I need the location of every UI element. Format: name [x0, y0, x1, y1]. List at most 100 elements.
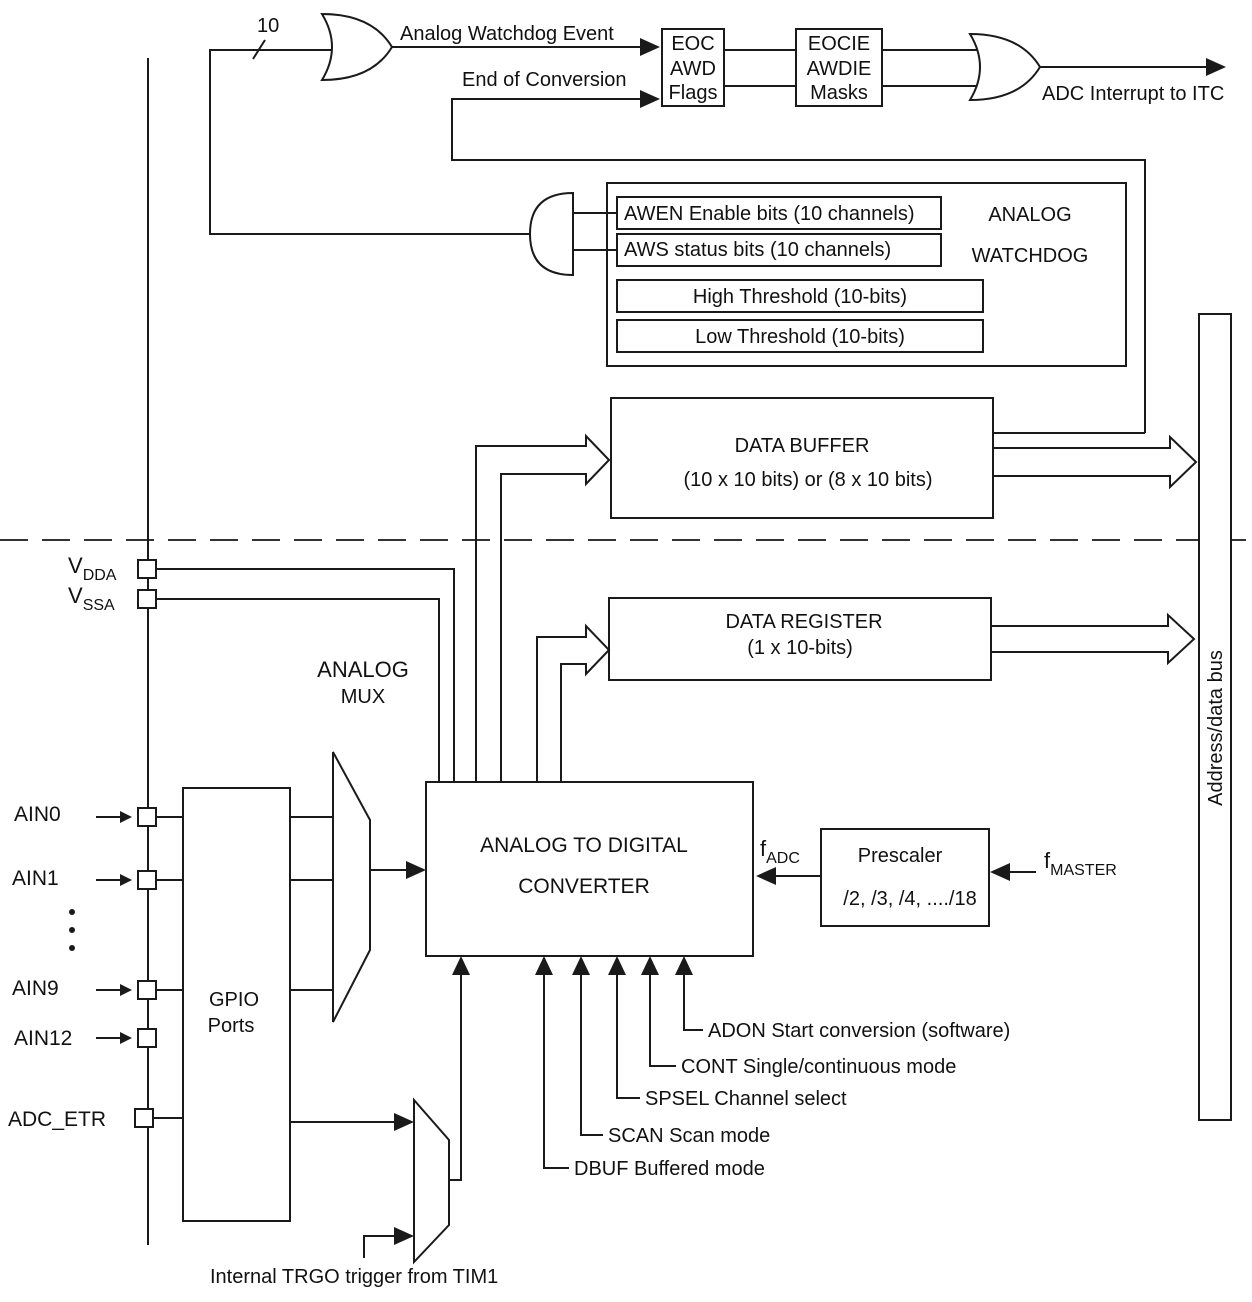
eoc-arrowhead — [640, 90, 660, 108]
or-gate-watchdog — [320, 12, 394, 82]
trigger-arrowhead — [452, 956, 470, 975]
mux-output-arrowhead — [406, 861, 426, 879]
gpio-ports-box — [182, 787, 291, 1222]
low-threshold-box — [616, 319, 984, 353]
analog-watchdog-title-2: WATCHDOG — [972, 245, 1089, 267]
data-buffer-bus-arrow — [993, 434, 1198, 490]
fmaster-arrowhead — [990, 863, 1010, 881]
adc-label-1: ANALOG TO DIGITAL — [480, 834, 688, 857]
gpio-trigger-arrowhead — [394, 1113, 414, 1131]
gpio-label-2: Ports — [208, 1015, 255, 1037]
scan-line — [580, 974, 603, 1136]
adc-etr-pin — [134, 1108, 154, 1128]
dbuf-line — [543, 974, 569, 1169]
eocie-awdie-masks-box — [795, 28, 883, 107]
trgo-arrowhead — [394, 1227, 414, 1245]
gpio-label-1: GPIO — [209, 989, 259, 1011]
pin-adc-etr-label: ADC_ETR — [8, 1108, 106, 1131]
trigger-mux-output — [449, 972, 462, 1181]
end-of-conversion-label: End of Conversion — [462, 69, 627, 91]
fadc-arrowhead — [756, 867, 776, 885]
and-gate-watchdog — [528, 191, 574, 277]
or-gate-interrupt — [968, 32, 1042, 102]
high-threshold-box — [616, 279, 984, 313]
aws-status-bits-text: AWS status bits (10 channels) — [624, 239, 891, 261]
data-register-bus-arrow — [991, 612, 1196, 666]
vdda-pin — [137, 559, 157, 579]
masks-eocie-text: EOCIE — [808, 33, 870, 55]
vdda-label: VDDA — [68, 553, 117, 584]
analog-mux — [332, 751, 371, 1023]
ain1-pin — [137, 870, 157, 890]
ain1-arrowhead — [120, 874, 132, 886]
flags-label-text: Flags — [669, 82, 718, 104]
eoc-awd-flags-box — [661, 28, 725, 107]
data-register-size: (1 x 10-bits) — [747, 637, 853, 659]
adon-line — [683, 974, 703, 1031]
cont-arrowhead — [641, 956, 659, 975]
pin-ain12-label: AIN12 — [14, 1027, 72, 1050]
awen-enable-bits-text: AWEN Enable bits (10 channels) — [624, 203, 915, 225]
adc-converter-box — [425, 781, 754, 957]
f-adc-label: fADC — [760, 836, 800, 867]
prescaler-box — [820, 828, 990, 927]
prescaler-ratios: /2, /3, /4, ..../18 — [843, 888, 976, 910]
awd-10bit-line — [209, 49, 530, 235]
pin-ain1-label: AIN1 — [12, 867, 59, 890]
flags-eoc-text: EOC — [671, 33, 714, 55]
masks-awdie-text: AWDIE — [807, 58, 872, 80]
analog-mux-label-2: MUX — [341, 686, 385, 708]
pin-ain9-label: AIN9 — [12, 977, 59, 1000]
analog-watchdog-title-1: ANALOG — [988, 204, 1071, 226]
ain0-pin — [137, 807, 157, 827]
vssa-pin — [137, 589, 157, 609]
data-buffer-box — [610, 397, 994, 519]
trigger-mux — [413, 1097, 450, 1265]
control-adon: ADON Start conversion (software) — [708, 1020, 1010, 1042]
dbuf-arrowhead — [535, 956, 553, 975]
ain0-arrowhead — [120, 811, 132, 823]
interrupt-arrowhead — [1206, 58, 1226, 76]
prescaler-label: Prescaler — [858, 845, 943, 867]
data-register-box — [608, 597, 992, 681]
control-cont: CONT Single/continuous mode — [681, 1056, 956, 1078]
adc-label-2: CONVERTER — [518, 875, 649, 898]
adon-arrowhead — [675, 956, 693, 975]
control-scan: SCAN Scan mode — [608, 1125, 770, 1147]
ain9-arrowhead — [120, 984, 132, 996]
analog-watchdog-event-label: Analog Watchdog Event — [400, 23, 614, 45]
adc-to-register-bus-arrow — [536, 623, 611, 784]
trgo-line — [363, 1235, 398, 1258]
bus-width-label: 10 — [257, 15, 279, 37]
scan-arrowhead — [572, 956, 590, 975]
data-buffer-size: (10 x 10 bits) or (8 x 10 bits) — [684, 469, 933, 491]
spsel-arrowhead — [608, 956, 626, 975]
awd-event-arrowhead — [640, 38, 660, 56]
end-of-conversion-line — [451, 98, 1146, 433]
vssa-line — [156, 598, 440, 784]
ain9-pin — [137, 980, 157, 1000]
address-data-bus — [1198, 313, 1232, 1121]
ellipsis-dot-3 — [69, 945, 75, 951]
data-buffer-title: DATA BUFFER — [735, 435, 870, 457]
control-spsel: SPSEL Channel select — [645, 1088, 847, 1110]
adc-interrupt-label: ADC Interrupt to ITC — [1042, 83, 1224, 105]
ain12-arrowhead — [120, 1032, 132, 1044]
address-data-bus-label: Address/data bus — [1205, 650, 1227, 806]
f-master-label: fMASTER — [1044, 848, 1117, 879]
low-threshold-text: Low Threshold (10-bits) — [695, 326, 905, 348]
high-threshold-text: High Threshold (10-bits) — [693, 286, 907, 308]
vdda-line — [156, 568, 455, 784]
ain12-pin — [137, 1028, 157, 1048]
masks-label-text: Masks — [810, 82, 868, 104]
control-dbuf: DBUF Buffered mode — [574, 1158, 765, 1180]
flags-awd-text: AWD — [670, 58, 716, 80]
internal-trgo-label: Internal TRGO trigger from TIM1 — [210, 1266, 498, 1288]
analog-mux-label-1: ANALOG — [317, 657, 409, 682]
vssa-label: VSSA — [68, 583, 115, 614]
spsel-line — [616, 974, 640, 1099]
bus-slash — [252, 39, 266, 60]
pin-ain0-label: AIN0 — [14, 803, 61, 826]
ellipsis-dot-1 — [69, 909, 75, 915]
